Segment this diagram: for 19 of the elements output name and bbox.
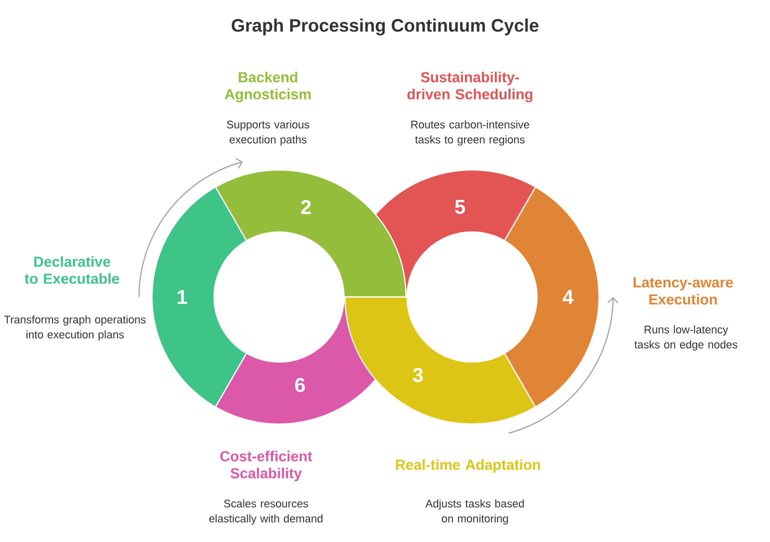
step-description: Scales resources elastically with demand (209, 499, 322, 525)
step-description: Transforms graph operations into execution plans (4, 315, 146, 341)
step-number: 1 (178, 290, 188, 304)
step-description: Adjusts tasks based on monitoring (426, 499, 524, 525)
step-description: Routes carbon-intensive tasks to green regions (411, 120, 530, 146)
step-title: Declarative to Executable (24, 256, 120, 284)
step-title: Backend Agnosticism (224, 72, 311, 102)
step-number: 2 (301, 200, 311, 214)
step-title: Latency-aware Execution (634, 277, 733, 305)
step-title: Sustainability-driven Scheduling (407, 72, 532, 102)
step-number: 4 (562, 290, 574, 304)
step-number: 6 (295, 378, 305, 392)
step-title: Real-time Adaptation (396, 459, 540, 473)
step-number: 3 (412, 368, 423, 382)
step-title: Cost-efficient Scalability (220, 450, 312, 482)
step-description: Supports various execution paths (226, 120, 310, 146)
step-number: 5 (455, 200, 466, 214)
step-description: Runs low-latency tasks on edge nodes (634, 325, 738, 351)
title: Graph Processing Continuum Cycle (232, 18, 538, 36)
